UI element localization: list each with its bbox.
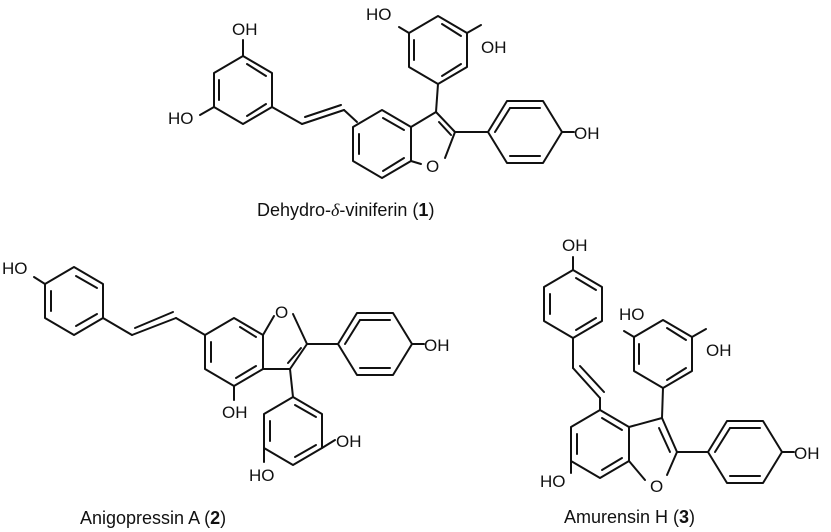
c1-caption-suffix: -viniferin (: [339, 200, 418, 220]
c2-resorcinol-ring: [263, 368, 336, 466]
c2-caption-name: Anigopressin A (: [80, 508, 210, 528]
c3-oh-label-phenol: OH: [794, 444, 820, 463]
c3-caption-close: ): [689, 507, 695, 527]
c1-caption-prefix: Dehydro-: [257, 200, 331, 220]
c1-caption-number: 1: [418, 200, 428, 220]
c1-oh-label-top-ring: OH: [481, 38, 507, 57]
c1-vinyl-bridge: [271, 104, 358, 125]
c1-benzofuran-core: [352, 109, 456, 179]
c2-atom-labels: HO O OH OH OH HO: [2, 259, 450, 485]
c2-caption-close: ): [220, 508, 226, 528]
c3-caption-name: Amurensin H (: [564, 507, 679, 527]
c1-caption-close: ): [428, 200, 434, 220]
c3-oh-label-top: OH: [562, 236, 588, 255]
c3-phenol-ring-top: [543, 256, 603, 339]
compound-2-structure: HO O OH OH OH HO Anigopressin A (2): [2, 259, 450, 528]
compound-1-caption: Dehydro-δ-viniferin (1): [257, 200, 434, 220]
c3-oh-label-resorcinol: OH: [706, 341, 732, 360]
c3-benzofuran-core: [570, 409, 678, 481]
compound-1-structure: OH HO HO OH OH O Dehydro-δ-viniferin (1): [168, 5, 600, 220]
c3-resorcinol-ring: [623, 319, 707, 419]
c1-furan-oxygen-label: O: [426, 157, 439, 176]
c2-furan-oxygen-label: O: [275, 303, 288, 322]
compound-3-structure: OH HO OH OH HO O Amurensin H (3): [540, 236, 820, 527]
c2-oh-label-resorcinol: OH: [336, 432, 362, 451]
c3-ho-label-core: HO: [540, 472, 566, 491]
c1-caption-delta: δ: [331, 200, 340, 220]
c1-atom-labels: OH HO HO OH OH O: [168, 5, 600, 176]
c1-phenol-ring: [454, 100, 575, 164]
c1-top-resorcinol-ring: [398, 15, 482, 113]
c2-phenol-ring-left: [33, 266, 104, 336]
c2-ho-label-resorcinol: HO: [249, 466, 275, 485]
c3-caption-number: 3: [679, 507, 689, 527]
c3-atom-labels: OH HO OH OH HO O: [540, 236, 820, 496]
c2-vinyl-bridge: [102, 311, 206, 336]
c2-phenol-ring-right: [306, 312, 425, 376]
c3-furan-oxygen-label: O: [650, 477, 663, 496]
compound-3-caption: Amurensin H (3): [564, 507, 695, 527]
c2-oh-label-core: OH: [222, 403, 248, 422]
c3-phenol-ring-right: [676, 420, 795, 484]
compound-2-caption: Anigopressin A (2): [80, 508, 226, 528]
c3-vinyl-bridge: [572, 337, 605, 411]
c2-benzofuran-core: [204, 313, 308, 401]
c2-caption-number: 2: [210, 508, 220, 528]
c2-ho-label-phenol: HO: [2, 259, 28, 278]
c1-oh-label-top: OH: [232, 20, 258, 39]
c1-oh-label-phenol: OH: [574, 124, 600, 143]
c1-ho-label-top-ring: HO: [366, 5, 392, 24]
c2-oh-label-phenol: OH: [424, 336, 450, 355]
c3-ho-label-resorcinol: HO: [619, 305, 645, 324]
c1-ho-label-left: HO: [168, 109, 194, 128]
c1-resorcinol-ring: [199, 39, 273, 125]
